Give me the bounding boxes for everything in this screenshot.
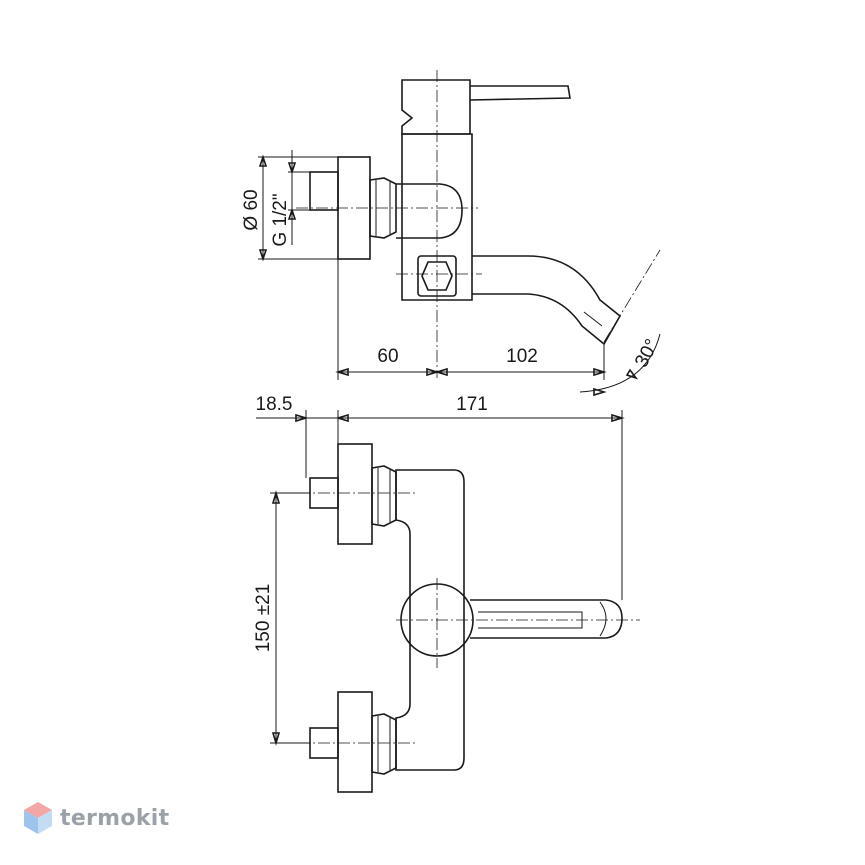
front-body (395, 469, 465, 771)
side-lever (469, 85, 571, 101)
dim-total-length: 171 (456, 394, 488, 415)
dim-diameter: Ø 60 (241, 189, 262, 230)
side-inlet-stub (309, 171, 339, 211)
side-spout (472, 255, 622, 346)
brand-logo-icon (24, 802, 52, 834)
front-lever (470, 599, 623, 639)
side-hex-nut (369, 177, 397, 239)
side-cartridge (401, 79, 471, 135)
dim-center-distance: 150 ±21 (253, 584, 274, 653)
side-connector (396, 183, 463, 239)
front-upper-flange (337, 443, 373, 545)
dim-wall-offset: 60 (377, 346, 398, 367)
dim-thread: G 1/2" (270, 193, 291, 246)
dim-flange-depth: 18.5 (256, 394, 293, 415)
front-lower-flange (337, 691, 373, 793)
side-view: Ø 60 G 1/2" 60 102 30° (241, 70, 663, 397)
dim-spout-reach: 102 (506, 346, 538, 367)
brand-name: termokit (60, 805, 170, 831)
front-view: 18.5 171 150 ±21 (253, 394, 640, 793)
brand-watermark: termokit (22, 800, 169, 836)
